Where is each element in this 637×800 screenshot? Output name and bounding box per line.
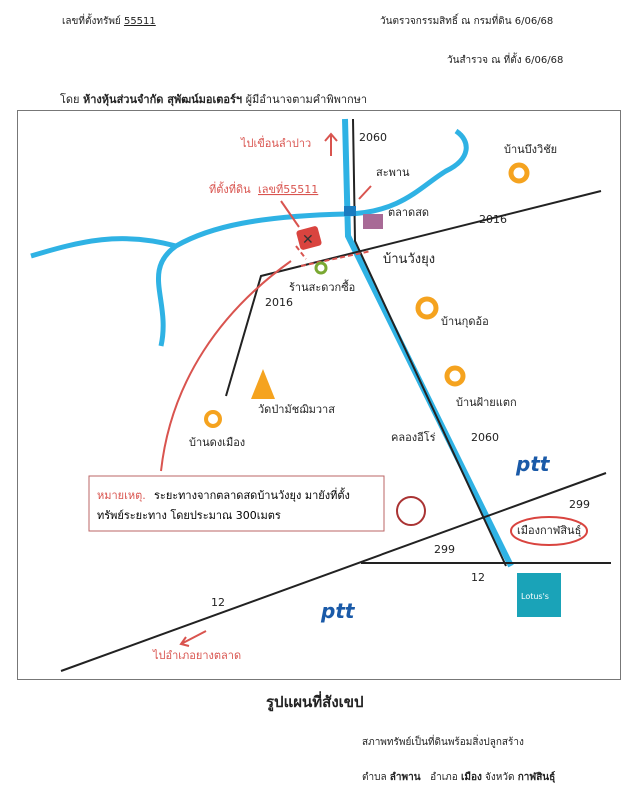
map-label: หมายเหตุ. (97, 489, 146, 502)
map-label: 2060 (359, 131, 387, 144)
map-label: 299 (569, 498, 590, 511)
map-label: วัดป่ามัชฌิมวาส (258, 403, 335, 416)
road-2060 (352, 118, 507, 567)
owner-line: โดย ห้างหุ้นส่วนจำกัด สุพัฒน์มอเตอร์ฯ ผู… (60, 93, 368, 106)
lotus-logo (517, 573, 561, 617)
map-label: ร้านสะดวกซื้อ (289, 279, 355, 294)
property-location: ตำบล ลำพาน อำเภอ เมือง จังหวัด กาฬสินธุ์ (362, 772, 556, 783)
village-icon (415, 296, 439, 320)
map-label: ที่ตั้งที่ดิน (209, 181, 251, 196)
map-label: ระยะทางจากตลาดสดบ้านวังยุง มายังที่ตั้ง (154, 487, 350, 502)
village-icon (204, 410, 222, 428)
map-label: ✕ (302, 232, 314, 248)
bridge-icon (344, 206, 356, 216)
survey-date: วันสำรวจ ณ ที่ตั้ง 6/06/68 (447, 55, 564, 66)
village-icon (444, 365, 466, 387)
map-label: บ้านวังยุง (383, 252, 435, 267)
map-label: สะพาน (376, 166, 410, 179)
map-label: 299 (434, 543, 455, 556)
river-west (30, 236, 177, 259)
river (156, 128, 469, 347)
map-label: คลองอีโร่ (391, 430, 436, 444)
property-condition: สภาพทรัพย์เป็นที่ดินพร้อมสิ่งปลูกสร้าง (362, 737, 524, 748)
map-shape: ไปเขื่อนลำปาว 2060 สะพาน บ้านบึงวิชัย ที… (152, 131, 590, 662)
site-marker (296, 226, 322, 250)
map-label: ทรัพย์ระยะทาง โดยประมาณ 300เมตร (97, 508, 281, 522)
map-label: บ้านดงเมือง (189, 436, 245, 449)
ptt-logo: ptt (515, 452, 551, 476)
road-2016 (225, 190, 602, 397)
map-label: 2016 (265, 296, 293, 309)
highway-2060-blue (342, 118, 514, 568)
property-number: เลขที่ตั้งทรัพย์ 55511 (62, 16, 156, 27)
footer-title: รูปแผนที่สังเขป (266, 693, 364, 711)
ptt-logo: ptt (320, 599, 356, 623)
village-icon (508, 162, 530, 184)
map-label: เลขที่55511 (258, 181, 318, 196)
title-check-date: วันตรวจกรรมสิทธิ์ ณ กรมที่ดิน 6/06/68 (380, 16, 554, 27)
road-12 (60, 472, 607, 672)
map-label: 2016 (479, 213, 507, 226)
store-icon (314, 261, 328, 275)
map-label: ไปอำเภอยางตลาด (152, 649, 241, 662)
arrow-north (324, 132, 338, 156)
note-box (88, 475, 385, 532)
map-label: เมืองกาฬสินธุ์ (517, 524, 581, 537)
map-label: 12 (471, 571, 485, 584)
temple-icon (251, 369, 275, 399)
map-label: Lotus's (521, 592, 549, 601)
map-label: บ้านฝ้ายแตก (456, 396, 517, 409)
map-label: 2060 (471, 431, 499, 444)
arrow-bridge (358, 185, 372, 200)
arrow-site (280, 200, 300, 228)
market-icon (363, 214, 383, 229)
sketch-map: ✕ ptt ptt Lotus's ไปเขื่อนลำปาว 2060 สะพ… (17, 110, 621, 680)
map-label: ไปเขื่อนลำปาว (240, 135, 311, 150)
city-circle (510, 516, 588, 546)
map-label: หมายเหตุ. (97, 489, 146, 502)
arrow-southwest (179, 630, 207, 647)
map-label: ตลาดสด (388, 206, 429, 219)
map-label: บ้านบึงวิชัย (504, 143, 557, 156)
access-dashed (295, 245, 372, 267)
map-label: 12 (211, 596, 225, 609)
arrow-route (160, 260, 292, 472)
mg-logo (396, 496, 426, 526)
map-label: บ้านกุดอ้อ (441, 315, 489, 328)
